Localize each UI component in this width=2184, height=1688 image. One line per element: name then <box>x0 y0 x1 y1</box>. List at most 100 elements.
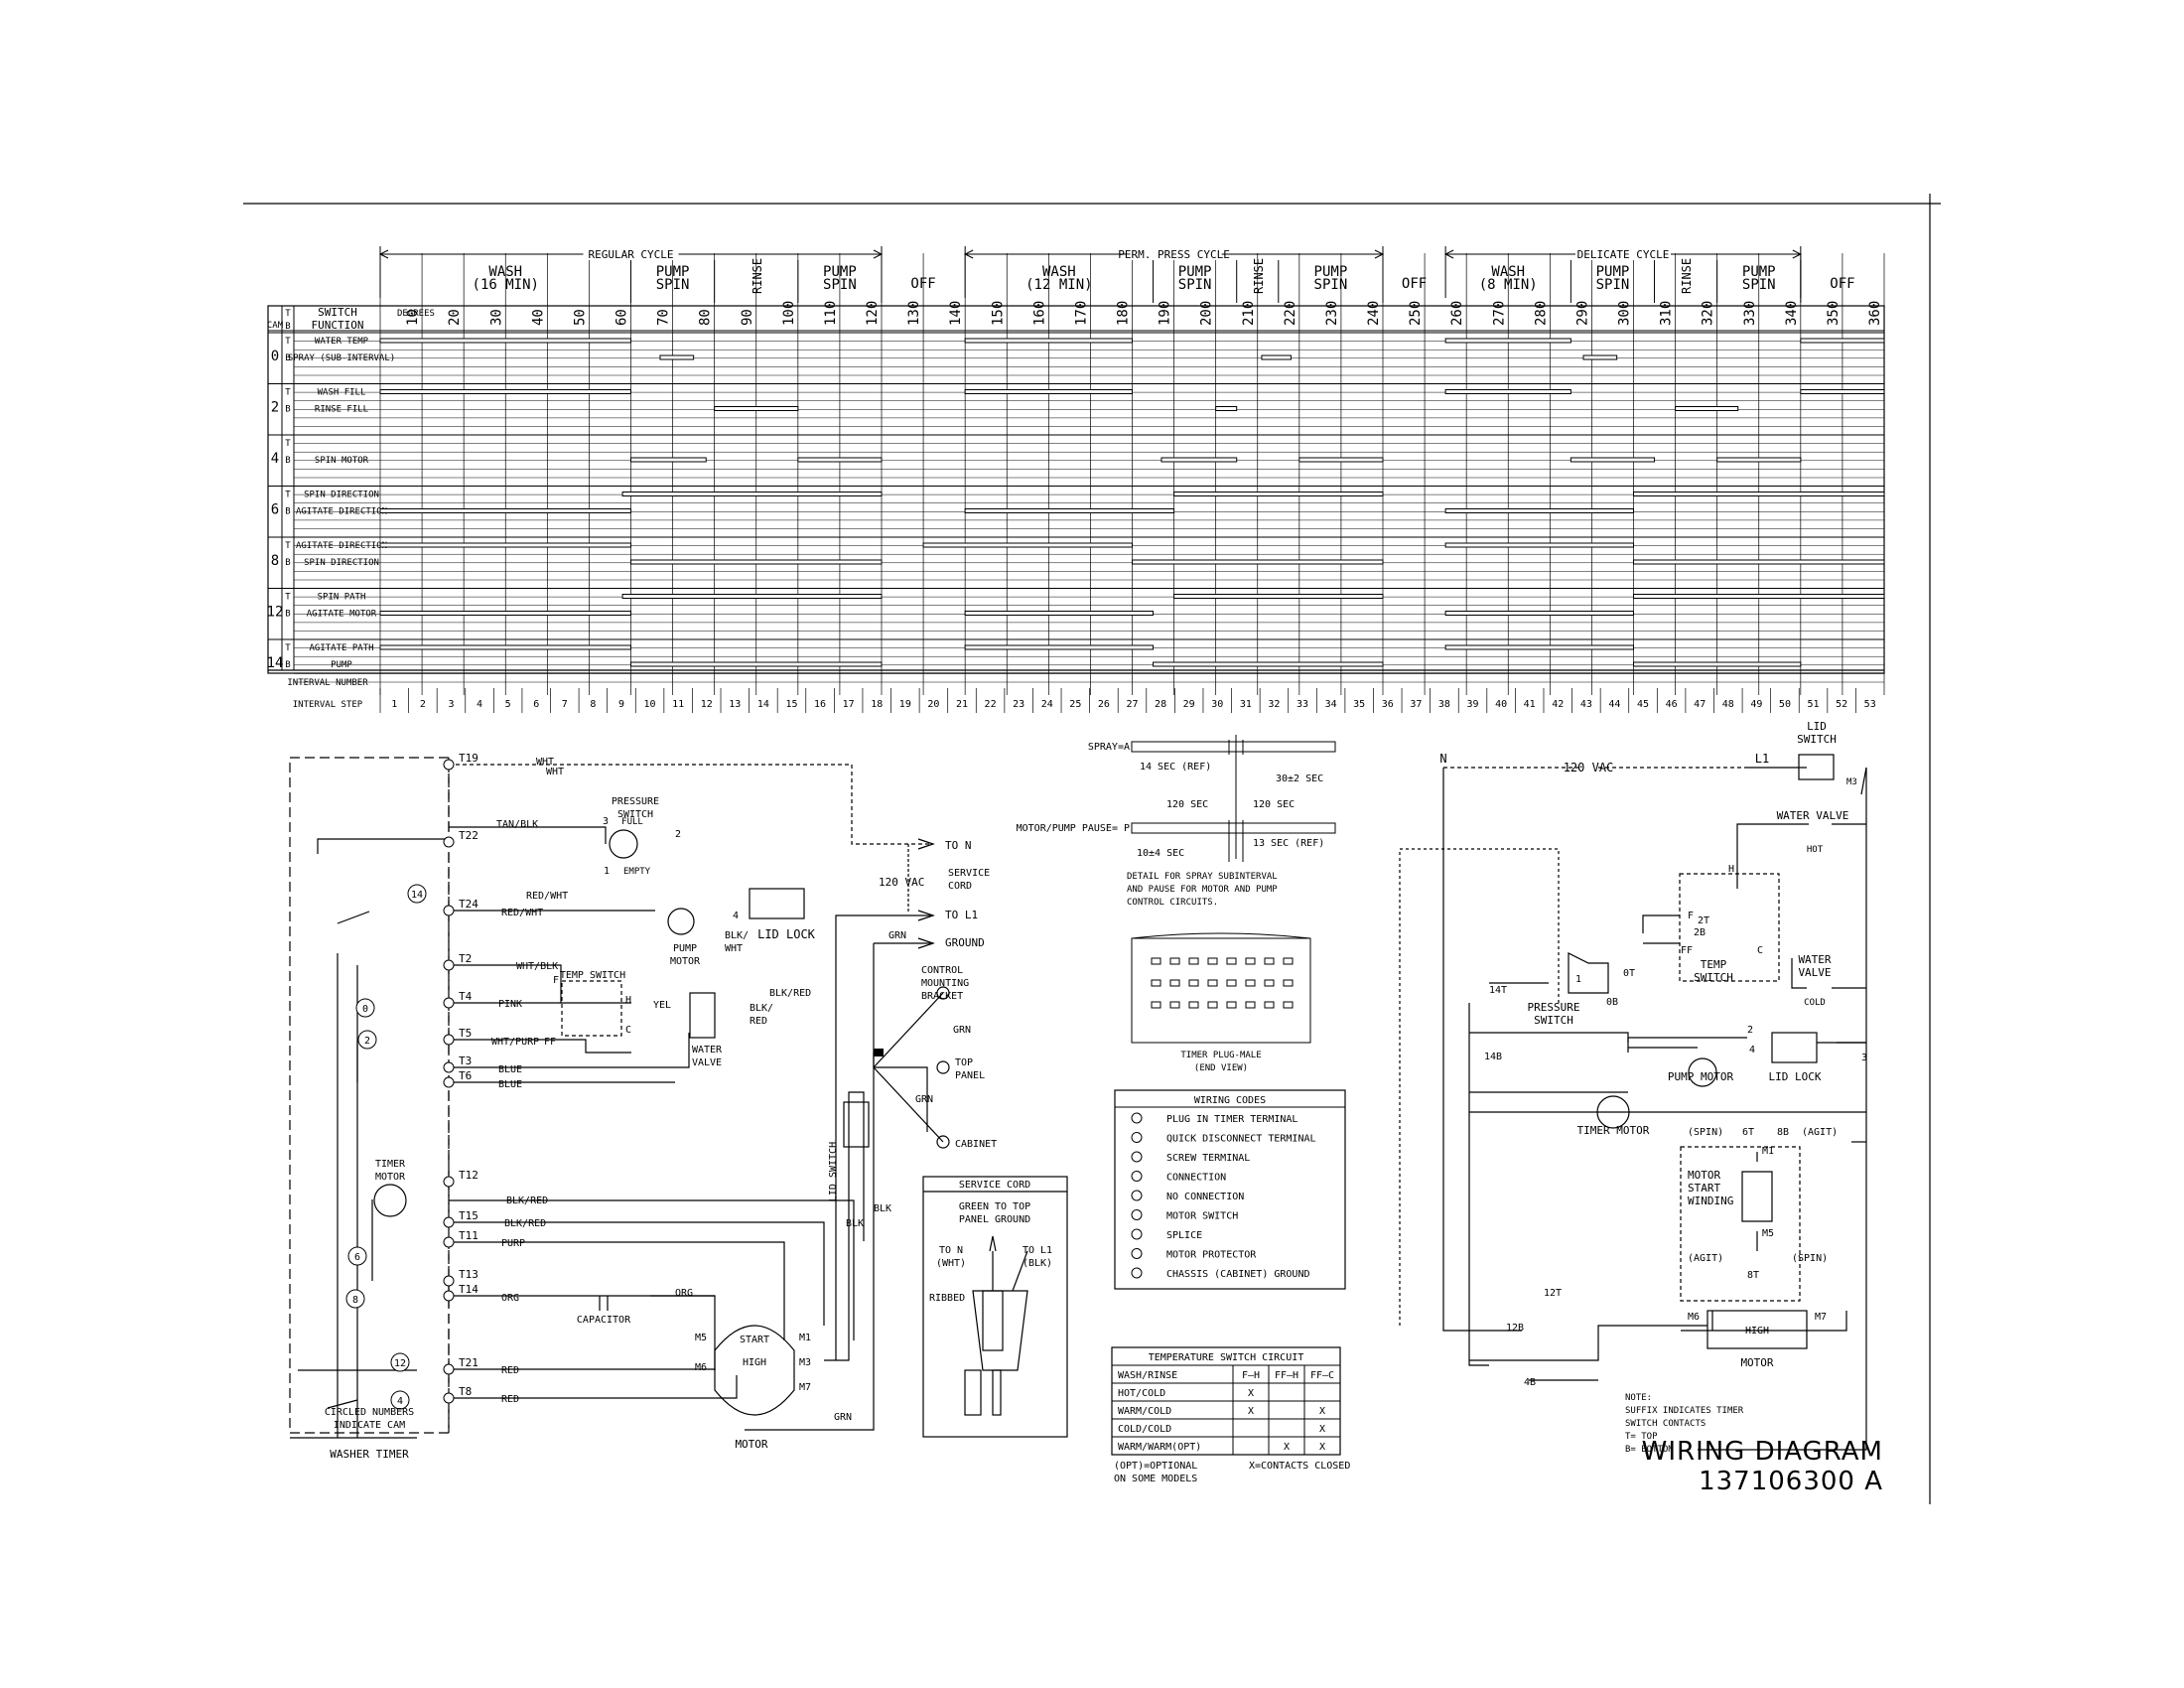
interval-step: 37 <box>1410 699 1422 710</box>
wire-color-label: YEL <box>653 1000 671 1011</box>
interval-step: 5 <box>505 699 511 710</box>
interval-step: 9 <box>618 699 624 710</box>
interval-step: 49 <box>1750 699 1762 710</box>
timer-terminal <box>443 1076 455 1088</box>
switch-on-bar <box>379 508 631 513</box>
switch-on-bar <box>1153 661 1384 667</box>
switch-on-bar <box>1215 406 1238 411</box>
cam-row-position: T <box>285 643 291 653</box>
switch-on-bar <box>659 354 695 360</box>
cam-circle <box>357 1030 377 1050</box>
pump-motor-symbol <box>667 908 695 935</box>
terminal-label: T14 <box>459 1283 478 1296</box>
pin-label: M7 <box>799 1382 811 1393</box>
start-label: START <box>740 1335 769 1345</box>
lid-switch-box <box>1798 754 1835 780</box>
lid-lock-label: LID LOCK <box>1769 1070 1822 1083</box>
wiring-code-item: SCREW TERMINAL <box>1166 1153 1250 1164</box>
switch-on-bar <box>1800 389 1885 394</box>
wiring-code-item: MOTOR PROTECTOR <box>1166 1250 1257 1261</box>
degree-tick-label: 30 <box>488 309 504 326</box>
plug-pin <box>1264 1001 1275 1009</box>
motor-start-winding-label: START <box>1688 1182 1720 1195</box>
temp-table-header: WASH/RINSE <box>1118 1370 1177 1381</box>
interval-step: 48 <box>1722 699 1734 710</box>
terminal-label: T2 <box>459 952 472 965</box>
terminal-label: T4 <box>459 990 473 1003</box>
switch-on-bar <box>1261 354 1292 360</box>
cabinet-label: CABINET <box>955 1139 997 1150</box>
chart-frame <box>267 305 1885 674</box>
interval-step: 23 <box>1013 699 1024 710</box>
switch-on-bar <box>964 611 1155 616</box>
motor-label: MOTOR <box>735 1438 767 1451</box>
interval-step: 4 <box>477 699 482 710</box>
temp-table-note-left: ON SOME MODELS <box>1114 1474 1197 1484</box>
interval-step: 10 <box>644 699 656 710</box>
cam-circle <box>345 1289 365 1309</box>
phase-label: PUMP <box>1314 264 1348 280</box>
pin-label: M1 <box>799 1333 811 1343</box>
cord-green-note: GREEN TO TOP <box>959 1201 1030 1212</box>
pump-motor-label: MOTOR <box>670 956 701 967</box>
drawing-number: 137106300 A <box>1699 1467 1883 1496</box>
terminal-label: T5 <box>459 1027 472 1040</box>
interval-step: 18 <box>871 699 883 710</box>
interval-step: 53 <box>1864 699 1876 710</box>
cord-to-n: (WHT) <box>936 1258 966 1269</box>
motor-start-winding-box <box>1680 1146 1801 1302</box>
cam-row-function: SPIN MOTOR <box>315 456 369 466</box>
contact-label: H <box>1728 864 1734 875</box>
cord-to-l1: (BLK) <box>1023 1258 1052 1269</box>
motor-start-winding-label: MOTOR <box>1688 1169 1720 1182</box>
switch-on-bar <box>1633 492 1885 496</box>
phase-label: SPIN <box>1314 277 1348 293</box>
timer-plug-pin-grid <box>1151 957 1294 1009</box>
to-n-label: TO N <box>945 839 972 852</box>
motor-symbol <box>714 1325 795 1416</box>
temp-table-note-left: (OPT)=OPTIONAL <box>1114 1461 1197 1472</box>
interval-step: 22 <box>985 699 997 710</box>
degree-tick-label: 220 <box>1283 301 1298 326</box>
water-valve-cold-label: VALVE <box>1798 966 1831 979</box>
temp-switch-label: TEMP <box>1701 958 1727 971</box>
wire-color-label: GRN <box>888 930 906 941</box>
timer-terminal <box>443 1363 455 1375</box>
contact-label: 1 <box>1575 974 1581 985</box>
timer-terminal <box>443 759 455 771</box>
cam-row-function: AGITATE DIRECTION <box>296 541 387 551</box>
top-panel-terminal <box>936 1060 950 1074</box>
plug-pin <box>1169 979 1180 987</box>
temp-table-cell: X <box>1319 1424 1325 1435</box>
spray-bar <box>1131 741 1336 753</box>
terminal-label: T22 <box>459 829 478 842</box>
degree-tick-label: 310 <box>1659 301 1675 326</box>
wire-wht-to-n <box>449 764 933 845</box>
phase-label: RINSE <box>1252 258 1266 294</box>
switch-on-bar <box>1160 457 1238 463</box>
interval-step: 41 <box>1524 699 1536 710</box>
interval-step: 1 <box>391 699 397 710</box>
terminal-label: T24 <box>459 898 478 911</box>
circled-numbers-note: INDICATE CAM <box>334 1420 405 1431</box>
temp-table-cell: WARM/WARM(OPT) <box>1118 1442 1201 1453</box>
switch-on-bar <box>1633 661 1802 667</box>
interval-step: 31 <box>1240 699 1252 710</box>
contact-label: 0B <box>1606 997 1618 1008</box>
timer-motor-label: TIMER <box>375 1159 406 1170</box>
plug-pin <box>1226 957 1237 965</box>
phase-label: PUMP <box>656 264 690 280</box>
degree-tick-label: 20 <box>447 309 463 326</box>
cam-row-function: SPIN DIRECTION <box>304 558 379 568</box>
temp-switch-symbol <box>561 980 622 1037</box>
contact-label: 14B <box>1484 1052 1502 1062</box>
cord-plug-prongs <box>989 1235 1028 1292</box>
cam-header: CAM <box>267 321 284 331</box>
degree-tick-label: 50 <box>572 309 588 326</box>
wiring-codes-title: WIRING CODES <box>1194 1095 1266 1106</box>
wire-color-label: RED/WHT <box>501 908 543 918</box>
temp-table-header: FF—H <box>1275 1370 1298 1381</box>
